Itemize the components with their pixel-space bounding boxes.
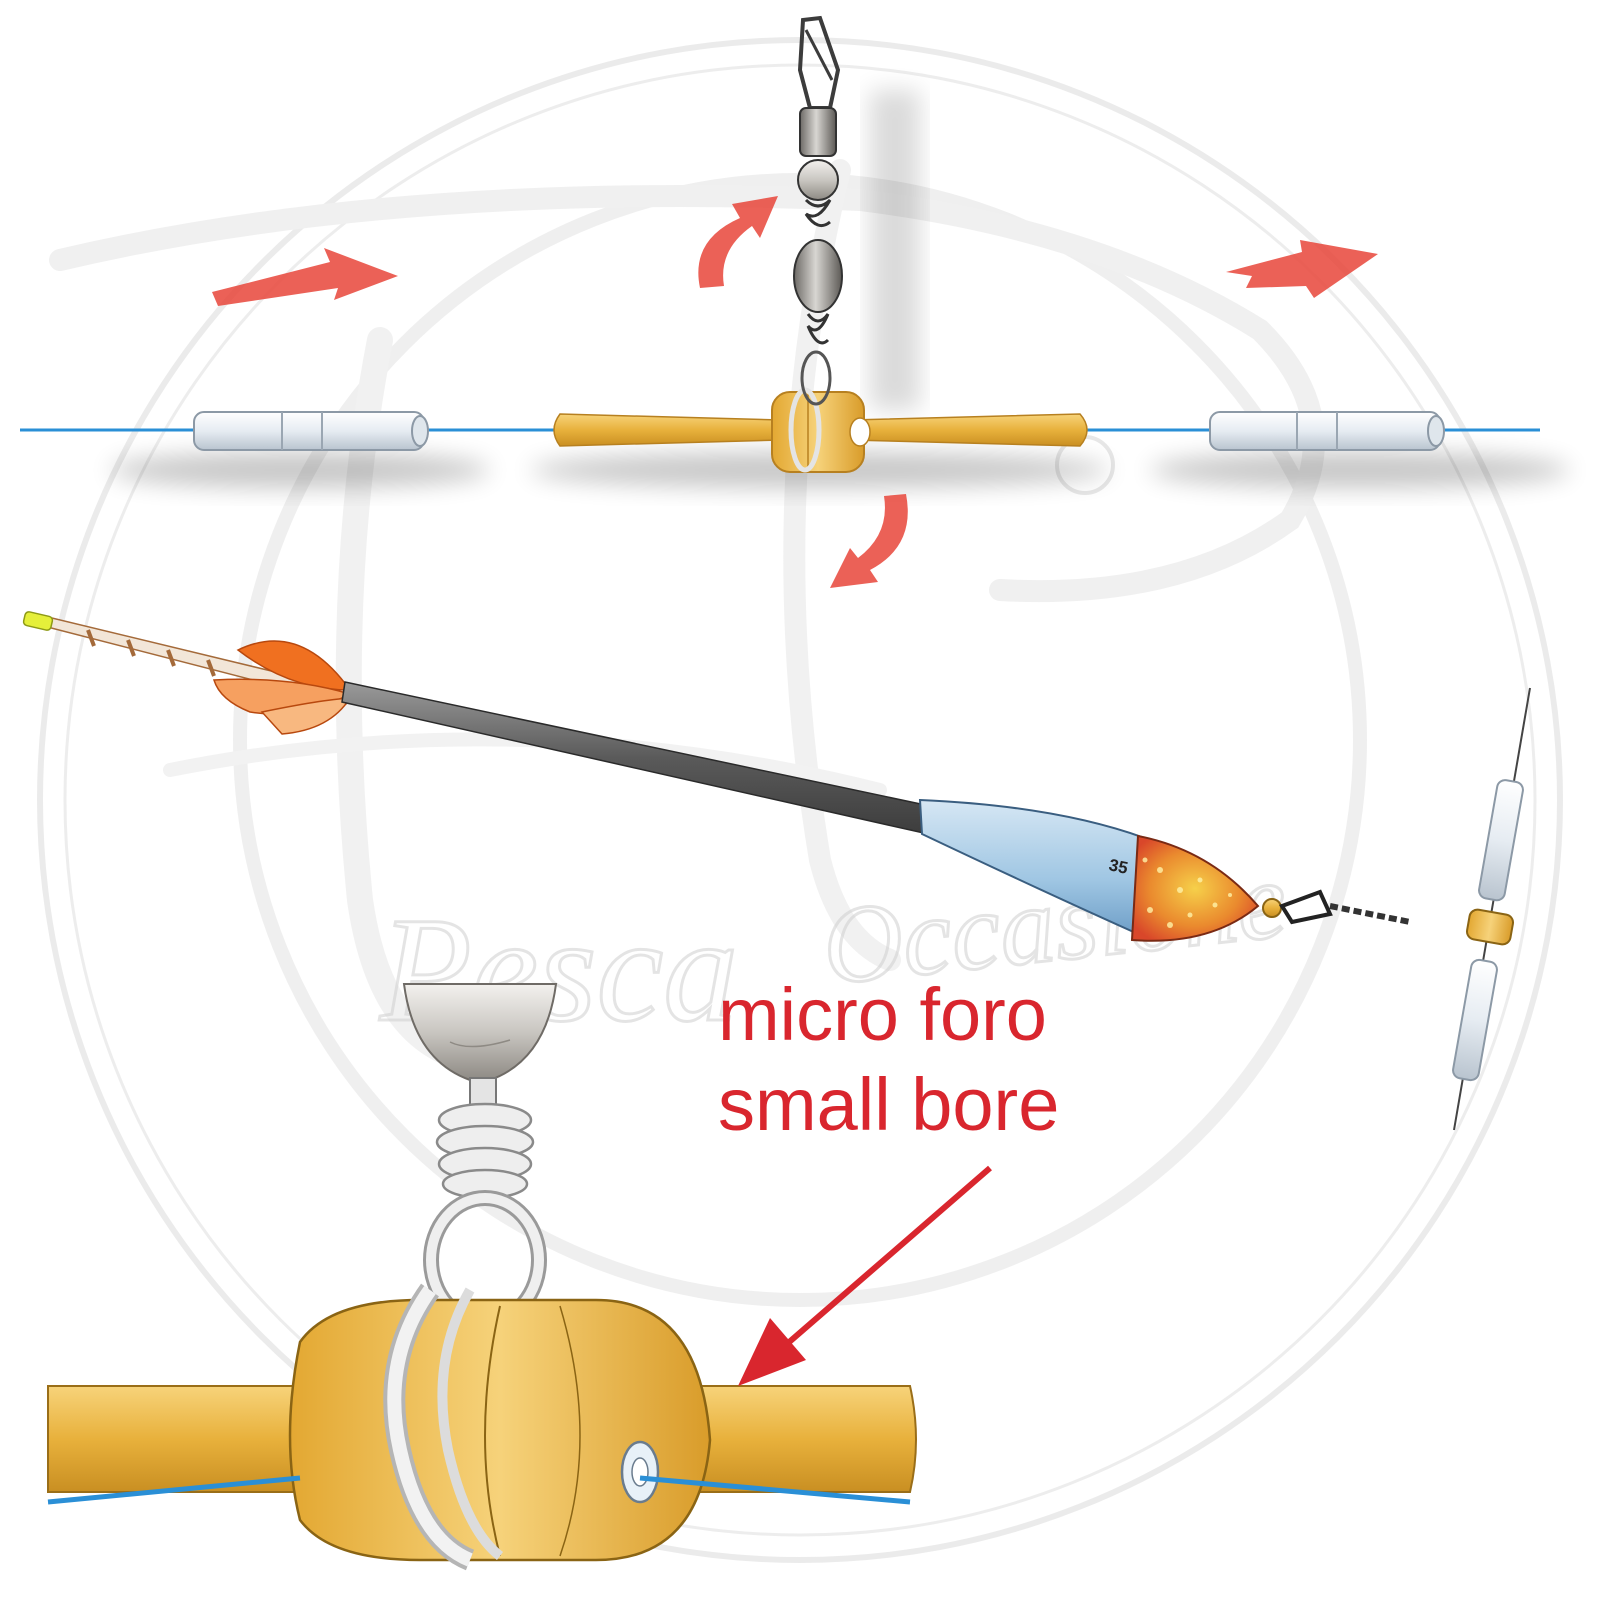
- stopper-tube-upper-diag: [1478, 779, 1524, 902]
- float-weight-tip: [1130, 834, 1260, 942]
- stopper-tube-left: [193, 411, 429, 451]
- top-assembly: [20, 15, 1570, 588]
- closeup-sleeve-right: [639, 1385, 917, 1493]
- closeup-line-left: [47, 1475, 301, 1505]
- float-fins: [213, 640, 352, 735]
- arrow-curve-up: [698, 196, 778, 288]
- closeup-coil: [435, 1102, 535, 1200]
- label-micro-foro: micro foro: [718, 973, 1047, 1056]
- sliding-sleeve-mid: [1465, 908, 1515, 946]
- arrow-curve-down: [830, 494, 908, 588]
- stopper-tube-right: [1209, 411, 1445, 451]
- shadow-left-tube: [110, 452, 490, 488]
- arrow-left: [1226, 240, 1378, 298]
- closeup-sleeve-left: [47, 1385, 311, 1493]
- mini-swivel: [1329, 903, 1411, 925]
- label-small-bore: small bore: [718, 1063, 1059, 1146]
- pointer-arrow: [738, 1165, 992, 1386]
- arrow-right: [212, 248, 398, 306]
- float-stem: [341, 681, 931, 835]
- closeup-ring-wrap: [387, 1285, 473, 1567]
- swivel-snap: [793, 15, 843, 406]
- closeup-barrel: [288, 1298, 712, 1562]
- shadow-right-tube: [1150, 452, 1570, 488]
- closeup-assembly: [47, 983, 917, 1571]
- float-weight-number: 35: [1107, 855, 1129, 878]
- shadow-swivel: [870, 90, 920, 410]
- float-eyelet: [1262, 898, 1282, 918]
- closeup-bead: [402, 983, 558, 1081]
- closeup-line-right: [639, 1475, 911, 1505]
- stopper-tube-lower-diag: [1452, 958, 1498, 1082]
- float-speckles: [1142, 857, 1232, 928]
- mini-snap: [1279, 889, 1333, 925]
- sliding-sleeve-top: [553, 387, 1088, 473]
- float-assembly: 35: [22, 611, 1531, 1131]
